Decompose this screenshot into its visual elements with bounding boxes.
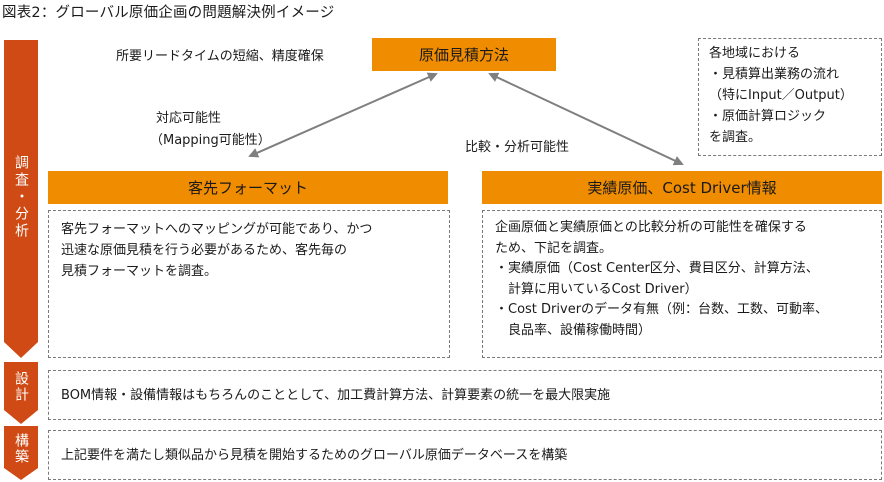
regional-note-line: （特にInput／Output） (709, 88, 853, 103)
right-section-header: 実績原価、Cost Driver情報 (482, 171, 882, 204)
phase-label-survey: 調査・分析 (13, 154, 29, 240)
build-row: 上記要件を満たし類似品から見積を開始するためのグローバル原価データベースを構築 (48, 430, 882, 480)
left-body-line: 迅速な原価見積を行う必要があるため、客先毎の (61, 243, 348, 258)
design-text: BOM情報・設備情報はもちろんのこととして、加工費計算方法、計算要素の統一を最大… (61, 387, 611, 403)
phase-label-design: 設計 (13, 371, 29, 403)
phase-arrow-build (4, 426, 38, 480)
regional-note-line: ・原価計算ロジック (709, 109, 827, 124)
left-section-header: 客先フォーマット (48, 171, 448, 204)
phase-label-build-wrap: 構築 (4, 428, 38, 470)
phase-arrow-design (4, 362, 38, 424)
regional-note: 各地域における ・見積算出業務の流れ （特にInput／Output） ・原価計… (698, 38, 882, 156)
phase-label-design-wrap: 設計 (4, 364, 38, 410)
phase-arrow-survey (4, 40, 38, 358)
figure-title: 図表2：グローバル原価企画の問題解決例イメージ (2, 5, 335, 21)
left-arrow-label-line1: 対応可能性 (156, 111, 222, 126)
right-body-line: ・実績原価（Cost Center区分、費目区分、計算方法、 (495, 261, 819, 276)
regional-note-line: ・見積算出業務の流れ (709, 67, 840, 82)
left-arrow-label-line2: （Mapping可能性） (150, 133, 271, 148)
arrow-left-connector (248, 72, 438, 158)
right-arrow-label: 比較・分析可能性 (465, 140, 570, 155)
build-text: 上記要件を満たし類似品から見積を開始するためのグローバル原価データベースを構築 (61, 447, 568, 463)
right-body-line: 企画原価と実績原価との比較分析の可能性を確保する (495, 220, 807, 235)
phase-arrows (4, 40, 38, 480)
left-body-line: 客先フォーマットへのマッピングが可能であり、かつ (61, 222, 373, 237)
regional-note-line: を調査。 (709, 130, 762, 145)
phase-label-build: 構築 (13, 433, 29, 465)
right-section-body: 企画原価と実績原価との比較分析の可能性を確保する ため、下記を調査。 ・実績原価… (482, 210, 882, 358)
right-body-line: 良品率、設備稼働時間） (495, 322, 652, 338)
left-arrow-label: 対応可能性 （Mapping可能性） (150, 108, 271, 152)
left-section-body: 客先フォーマットへのマッピングが可能であり、かつ 迅速な原価見積を行う必要がある… (48, 210, 450, 358)
right-body-line: 計算に用いているCost Driver） (495, 281, 698, 297)
regional-note-line: 各地域における (709, 46, 801, 61)
right-body-line: ため、下記を調査。 (495, 240, 613, 256)
goal-note: 所要リードタイムの短縮、精度確保 (116, 49, 324, 64)
right-body-line: ・Cost Driverのデータ有無（例：台数、工数、可動率、 (495, 302, 829, 317)
design-row: BOM情報・設備情報はもちろんのこととして、加工費計算方法、計算要素の統一を最大… (48, 370, 882, 420)
phase-label-survey-wrap: 調査・分析 (4, 52, 38, 342)
left-body-line: 見積フォーマットを調査。 (61, 264, 218, 279)
goal-box: 原価見積方法 (372, 38, 556, 71)
